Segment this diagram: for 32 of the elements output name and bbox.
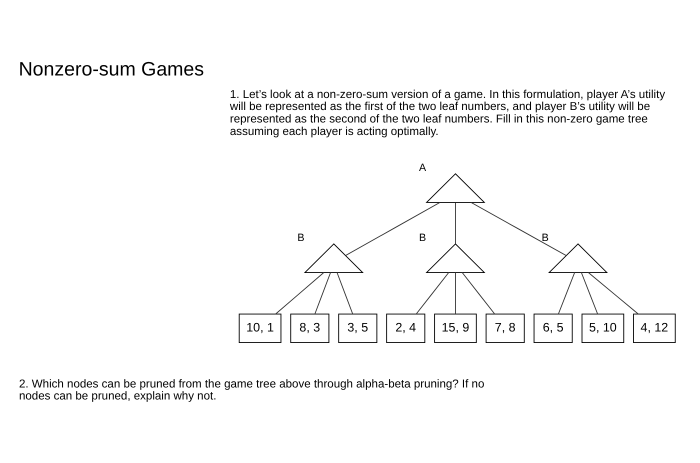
connector bbox=[314, 272, 331, 314]
node-box: 6, 5 bbox=[534, 314, 573, 343]
node-label: B bbox=[297, 232, 304, 244]
connector bbox=[336, 272, 354, 314]
connector bbox=[345, 202, 440, 256]
connector bbox=[455, 202, 456, 244]
connector bbox=[470, 202, 566, 256]
node-label: B bbox=[419, 232, 426, 244]
connector bbox=[581, 272, 598, 314]
node-box: 15, 9 bbox=[434, 314, 477, 343]
node-label: B bbox=[542, 232, 549, 244]
node-label: A bbox=[419, 162, 426, 174]
connector bbox=[275, 272, 324, 314]
node-box: 10, 1 bbox=[238, 314, 282, 343]
connector bbox=[588, 272, 639, 314]
node-triangle bbox=[548, 243, 608, 274]
node-box: 5, 10 bbox=[582, 314, 624, 343]
connector bbox=[558, 272, 575, 314]
label: 1. Let’s look at a non-zero-sum version of a game. In this formulation, player A’s utility will be represented as the first of the two leaf numbers, and player B’s utility will be represented as the second of the two leaf numbers. Fill in this non-zero game tree assuming each player is acting optimally. bbox=[230, 88, 666, 138]
node-box: 8, 3 bbox=[290, 314, 330, 343]
node-triangle bbox=[426, 173, 486, 203]
node-box: 3, 5 bbox=[338, 314, 378, 343]
connector bbox=[462, 272, 496, 314]
node-box: 4, 12 bbox=[633, 314, 676, 343]
node-box: 7, 8 bbox=[486, 314, 525, 343]
node-triangle bbox=[304, 243, 364, 274]
diagram-title: Nonzero-sum Games bbox=[18, 58, 204, 81]
node-triangle bbox=[426, 243, 486, 274]
node-box: 2, 4 bbox=[386, 314, 426, 343]
connector bbox=[416, 272, 449, 314]
label: 2. Which nodes can be pruned from the game tree above through alpha-beta pruning? If no nodes can be pruned, explain why not. bbox=[18, 378, 484, 403]
connector bbox=[455, 272, 456, 314]
